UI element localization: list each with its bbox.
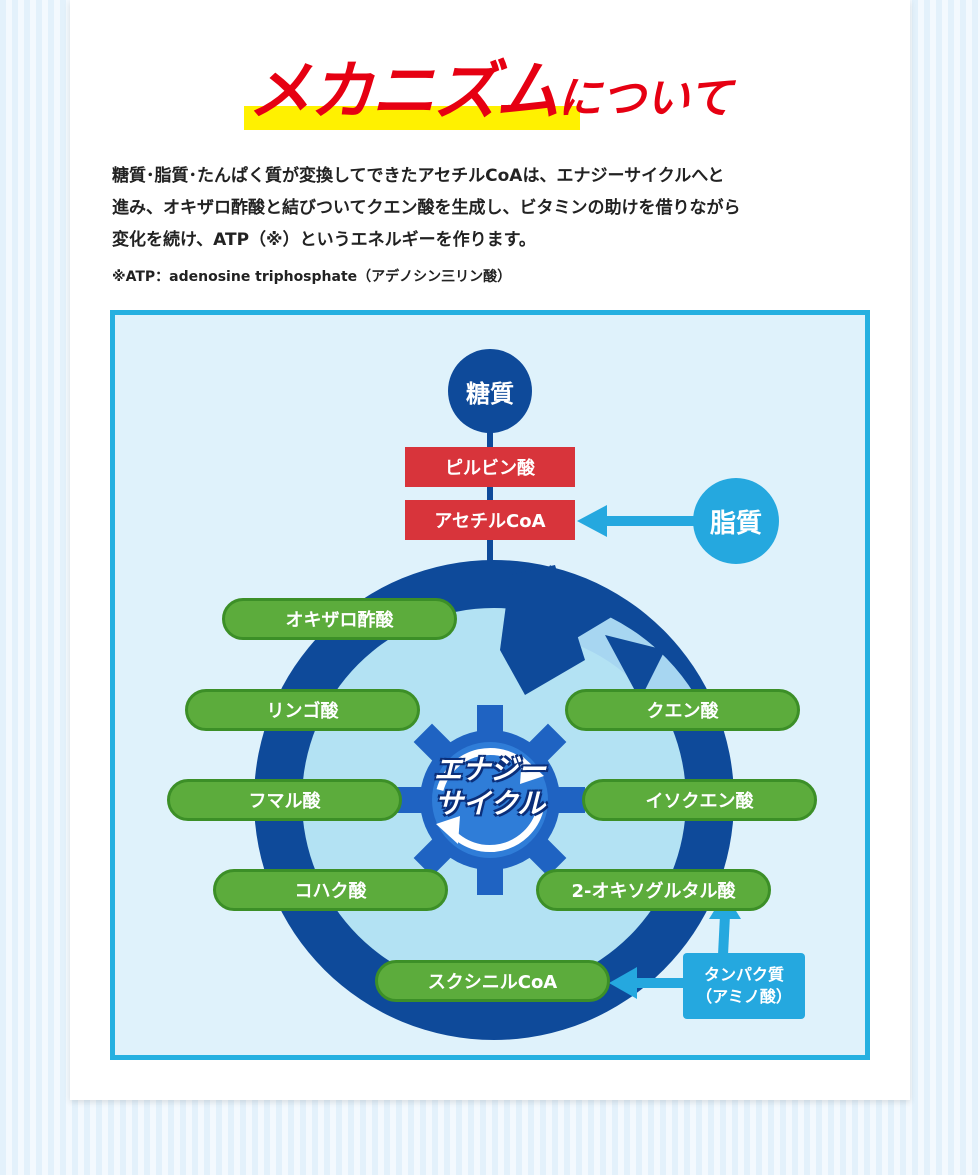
protein-left-arrow [609,967,637,999]
protein-up-line [718,914,730,956]
title-highlight [243,106,580,130]
malate-pill: リンゴ酸 [185,689,420,731]
intro-line: 変化を続け、ATP（※）というエネルギーを作ります。 [112,230,536,250]
protein-sublabel: （アミノ酸） [696,987,792,1006]
fat-arrow [577,505,607,537]
protein-box: タンパク質 （アミノ酸） [683,953,805,1019]
acetyl-coa-box: アセチルCoA [405,500,575,540]
sugar-arrow [477,583,503,607]
intro-line: 進み、オキザロ酢酸と結びついてクエン酸を生成し、ビタミンの助けを借りながら [112,198,741,218]
fat-node: 脂質 [693,478,779,564]
page-title: メカニズムについて [0,40,980,132]
gear-icon [395,705,585,895]
title-sub: について [557,73,733,124]
energy-cycle-label-line2: サイクル [434,787,546,820]
cycle-arrow-head-right [605,635,665,700]
title-main: メカニズム [247,55,560,129]
oxaloacetate-pill: オキザロ酢酸 [222,598,457,640]
intro-line: 糖質･脂質･たんぱく質が変換してできたアセチルCoAは、エナジーサイクルへと [112,166,725,186]
energy-cycle-label: エナジー サイクル [410,753,570,821]
succinyl-coa-pill: スクシニルCoA [375,960,610,1002]
oxoglutarate-pill: 2-オキソグルタル酸 [536,869,771,911]
isocitrate-pill: イソクエン酸 [582,779,817,821]
succinate-pill: コハク酸 [213,869,448,911]
protein-label: タンパク質 [703,965,784,984]
energy-cycle-diagram: 糖質 脂質 ピルビン酸 アセチルCoA オキザロ酢酸 リンゴ酸 フマル酸 コハク… [110,310,870,1060]
cycle-arrow-icon [515,565,615,675]
pyruvate-box: ピルビン酸 [405,447,575,487]
energy-cycle-label-line1: エナジー [433,753,546,786]
atp-note: ※ATP：adenosine triphosphate（アデノシン三リン酸） [112,269,512,285]
fumarate-pill: フマル酸 [167,779,402,821]
citrate-pill: クエン酸 [565,689,800,731]
intro-text: 糖質･脂質･たんぱく質が変換してできたアセチルCoAは、エナジーサイクルへと 進… [112,160,852,256]
sugar-node: 糖質 [448,349,532,433]
